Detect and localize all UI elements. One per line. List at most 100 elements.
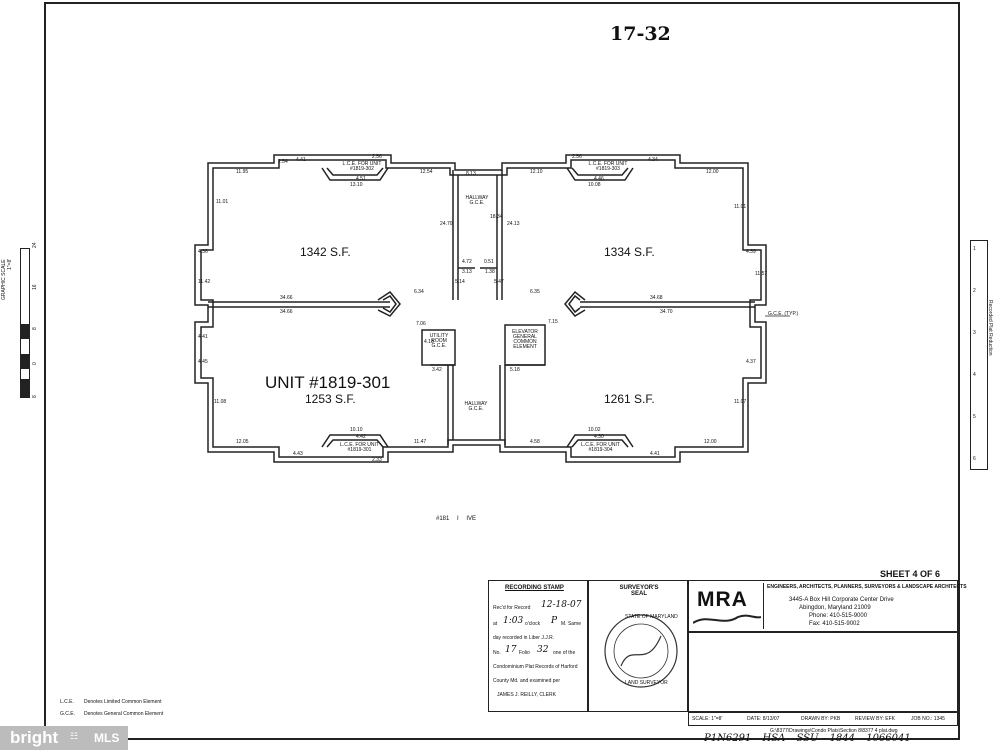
dimension-label: 8.13 [466,171,476,177]
recording-stamp-box: RECORDING STAMP Rec'd for Record 12-18-0… [488,580,588,712]
dimension-label: 34.66 [280,309,293,315]
stamp-line: day recorded in Liber J.J.R. [493,635,555,641]
ruler-tick-label: 5 [973,414,976,420]
firm-fax: Fax: 410-515-9002 [809,621,860,627]
drawing-sheet-border [44,2,960,740]
stamp-line: Folio [519,650,530,656]
dimension-label: 4.36 [198,249,208,255]
dimension-label: 7.15 [548,319,558,325]
scale-tick-label: 0 [32,362,38,365]
dimension-label: 2.56 [372,154,382,160]
dimension-label: 34.66 [280,295,293,301]
firm-tagline: ENGINEERS, ARCHITECTS, PLANNERS, SURVEYO… [767,584,967,590]
stamp-line: at [493,621,498,627]
firm-box: MRA ENGINEERS, ARCHITECTS, PLANNERS, SUR… [688,580,967,632]
title-block-row: SCALE: 1"=8' DATE: 8/13/07 DRAWN BY: PKB… [688,712,958,726]
dimension-label: 4.41 [650,451,660,457]
dimension-label: 4.41 [296,157,306,163]
dimension-label: 34.70 [660,309,673,315]
stamp-ampm: P [551,616,558,626]
date-value: 8/13/07 [762,716,780,722]
dimension-label: 4.43 [293,451,303,457]
dimension-label: 11.95 [236,169,249,175]
scale-label: SCALE: [692,716,710,722]
lce-label-302: L.C.E. FOR UNIT #1819-302 [342,161,382,172]
review-by-value: EFK [885,716,896,722]
stamp-line: M. Same [561,621,582,627]
unit-301-name: UNIT #1819-301 [265,373,391,392]
dimension-label: 11.57 [755,271,768,277]
dimension-label: 5.14 [455,279,465,285]
ruler-tick-label: 4 [973,372,976,378]
watermark-suffix: MLS [94,731,120,745]
dimension-label: 4.34 [648,157,658,163]
reduction-ruler: 1 2 3 4 5 6 [970,240,988,470]
address-fragment: #181 I IVE [436,516,477,522]
dimension-label: 3.13 [462,269,472,275]
utility-room-label: UTILITY ROOM G.C.E. [429,333,449,349]
graphic-scale-bar [20,248,30,398]
dimension-label: 10.08 [588,182,601,188]
dimension-label: 4.30 [594,434,604,440]
ruler-tick-label: 6 [973,456,976,462]
stamp-line: No. [493,650,501,656]
stamp-line: County Md. and examined per [493,678,560,684]
dimension-label: 6.34 [414,289,424,295]
stamp-line: o'clock [525,621,541,627]
graphic-scale-ratio: 1"=8' [7,258,13,270]
dimension-label: 10.10 [350,427,363,433]
dimension-label: 11.01 [216,199,229,205]
ruler-tick-label: 1 [973,246,976,252]
firm-phone: Phone: 410-515-9000 [809,613,868,619]
job-no-value: 1345 [933,716,945,722]
dimension-label: 5.47 [494,279,504,285]
elevator-label: ELEVATOR GENERAL COMMON ELEMENT [512,329,538,350]
stamp-date: 12-18-07 [541,600,582,610]
stamp-folio: 32 [537,645,549,655]
ruler-tick-label: 3 [973,330,976,336]
surveyor-seal-title: SURVEYOR'S SEAL [619,585,659,597]
scale-tick-label: 8 [32,395,38,398]
legend-text: Denotes Limited Common Element [84,699,162,705]
scale-tick-label: 24 [32,242,38,248]
dimension-label: 11.47 [414,439,427,445]
job-no-label: JOB NO.: [911,716,933,722]
dimension-label: 12.05 [236,439,249,445]
firm-logo-wave [693,614,761,624]
dimension-label: 11.42 [198,279,211,285]
building-outline [194,154,767,463]
dimension-label: 12.54 [420,169,433,175]
lce-label-301: L.C.E. FOR UNIT #1819-301 [340,442,379,453]
unit-303-area: 1334 S.F. [604,245,655,259]
dimension-label: 4.72 [462,259,472,265]
stamp-line: Condominium Plat Records of Harford [493,664,578,670]
dimension-label: 11.08 [214,399,227,405]
lce-label-303: L.C.E. FOR UNIT #1819-303 [588,161,628,172]
dimension-label: 6.35 [530,289,540,295]
legend-abbr: L.C.E. [60,699,74,705]
notes-box [688,632,958,712]
hallway-bottom-label: HALLWAY G.C.E. [464,401,488,412]
firm-logo-text: MRA [697,588,748,611]
stamp-no: 17 [505,645,517,655]
unit-302-area: 1342 S.F. [300,245,351,259]
scale-tick-label: 8 [32,327,38,330]
seal-bottom-text: LAND SURVEYOR [625,680,668,686]
dimension-label: 2.54 [278,159,288,165]
dimension-label: 24.13 [507,221,520,227]
dimension-label: 18.34 [490,214,503,220]
surveyor-seal-stamp [604,614,678,688]
recording-stamp-title: RECORDING STAMP [505,585,564,591]
dimension-label: 2.33 [372,457,382,463]
mls-watermark: bright ☷ MLS [0,726,128,750]
dimension-label: 7.06 [416,321,426,327]
review-by-label: REVIEW BY: [855,716,884,722]
gce-typ-label: G.C.E. (TYP.) [768,311,799,317]
dimension-label: 4.37 [746,359,756,365]
dimension-label: 2.56 [572,154,582,160]
lce-label-304: L.C.E. FOR UNIT #1819-304 [581,442,620,453]
stamp-clerk: JAMES J. REILLY, CLERK [497,692,557,698]
unit-301-area: 1253 S.F. [305,392,356,406]
dimension-label: 0.51 [484,259,494,265]
